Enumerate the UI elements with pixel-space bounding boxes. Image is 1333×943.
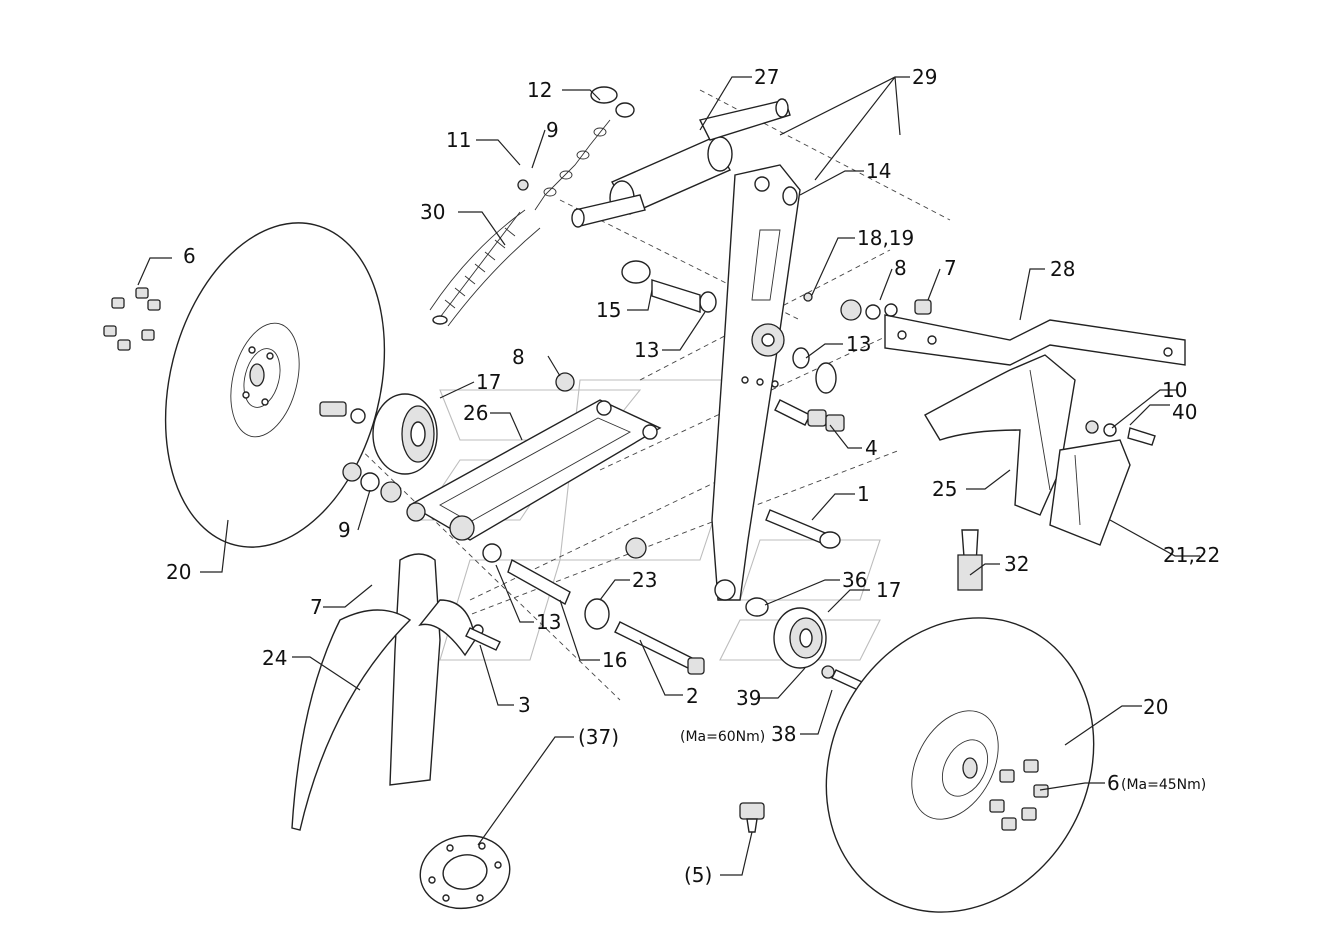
label-17-left: 17: [476, 370, 501, 394]
bolts-left: [103, 287, 161, 351]
blade-25: [924, 354, 1156, 546]
axle-16: [482, 537, 705, 675]
label-26: 26: [463, 401, 488, 425]
label-13-right: 13: [846, 332, 871, 356]
bolt-5: [739, 802, 765, 833]
label-7-right: 7: [944, 256, 957, 280]
hub-right: [745, 529, 983, 691]
bolt-1: [765, 509, 841, 549]
disc-right: [825, 617, 1095, 913]
label-5: (5): [684, 863, 712, 887]
label-23: 23: [632, 568, 657, 592]
label-30: 30: [420, 200, 445, 224]
label-13-bottom: 13: [536, 610, 561, 634]
main-arm: [711, 164, 801, 601]
label-24: 24: [262, 646, 287, 670]
label-13-top: 13: [634, 338, 659, 362]
label-40: 40: [1172, 400, 1197, 424]
label-20-right: 20: [1143, 695, 1168, 719]
label-37: (37): [578, 725, 619, 749]
label-18-19: 18,19: [857, 226, 914, 250]
label-8-left: 8: [512, 345, 525, 369]
label-12: 12: [527, 78, 552, 102]
label-6-left: 6: [183, 244, 196, 268]
label-20-left: 20: [166, 560, 191, 584]
label-6-right: 6: [1107, 771, 1120, 795]
hub-left: [319, 393, 438, 475]
label-28: 28: [1050, 257, 1075, 281]
bolt-4: [774, 399, 845, 432]
callout-labels: 6 20 11 9 12 30 27 29 14 18,19 15 13 13 …: [166, 65, 1220, 887]
label-17-right: 17: [876, 578, 901, 602]
label-9-left: 9: [338, 518, 351, 542]
label-36: 36: [842, 568, 867, 592]
plate-28: [840, 299, 1186, 366]
tine-24: [291, 553, 501, 831]
bushings: [621, 186, 837, 394]
gasket-37: [419, 834, 511, 910]
label-21-22: 21,22: [1163, 543, 1220, 567]
label-38-note: (Ma=60Nm): [680, 729, 765, 745]
label-9-top: 9: [546, 118, 559, 142]
label-27: 27: [754, 65, 779, 89]
label-10: 10: [1162, 378, 1187, 402]
label-4: 4: [865, 436, 878, 460]
washers-9: [342, 372, 575, 503]
label-14: 14: [866, 159, 891, 183]
label-6-right-note: (Ma=45Nm): [1121, 777, 1206, 793]
label-8-right: 8: [894, 256, 907, 280]
label-29: 29: [912, 65, 937, 89]
leader-lines: [137, 76, 1200, 876]
label-39: 39: [736, 686, 761, 710]
label-15: 15: [596, 298, 621, 322]
frame-26: [406, 399, 662, 541]
disc-left: [164, 222, 386, 548]
spring-30: [429, 209, 541, 327]
label-1: 1: [857, 482, 870, 506]
label-3: 3: [518, 693, 531, 717]
label-38: 38: [771, 722, 796, 746]
label-25: 25: [932, 477, 957, 501]
label-32: 32: [1004, 552, 1029, 576]
label-16: 16: [602, 648, 627, 672]
label-11: 11: [446, 128, 471, 152]
label-7-left: 7: [310, 595, 323, 619]
label-2: 2: [686, 684, 699, 708]
chain-12: [517, 86, 635, 211]
tube-27: [571, 98, 791, 228]
